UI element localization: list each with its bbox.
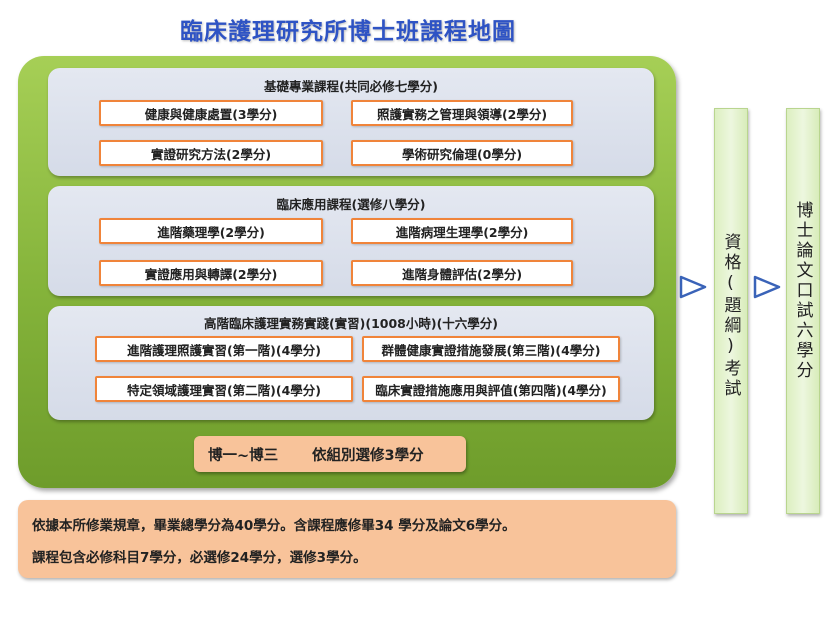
course-box: 臨床實證措施應用與評值(第四階)(4學分) [362,376,620,402]
elective-text: 依組別選修3學分 [312,447,424,464]
dissertation-bar: 博士論文口試六學分 [786,108,820,514]
section-foundation: 基礎專業課程(共同必修七學分) 健康與健康處置(3學分) 照護實務之管理與領導(… [48,68,654,176]
section-practicum: 高階臨床護理實務實踐(實習)(1008小時)(十六學分) 進階護理照護實習(第一… [48,306,654,420]
course-box: 進階護理照護實習(第一階)(4學分) [95,336,353,362]
page-title: 臨床護理研究所博士班課程地圖 [180,19,516,45]
arrow-right-icon [679,275,707,299]
course-box: 實證研究方法(2學分) [99,140,323,166]
note-line: 課程包含必修科目7學分，必選修24學分，選修3學分。 [32,550,367,566]
arrow-right-icon [753,275,781,299]
section-title: 高階臨床護理實務實踐(實習)(1008小時)(十六學分) [203,316,499,331]
course-box: 照護實務之管理與領導(2學分) [351,100,573,126]
course-box: 健康與健康處置(3學分) [99,100,323,126]
course-box: 進階身體評估(2學分) [351,260,573,286]
qualifying-exam-label: 資格(題綱)考試 [720,233,741,399]
note-line: 依據本所修業規章，畢業總學分為40學分。含課程應修畢34 學分及論文6學分。 [32,518,516,534]
course-box: 學術研究倫理(0學分) [351,140,573,166]
course-box: 進階病理生理學(2學分) [351,218,573,244]
section-title: 臨床應用課程(選修八學分) [276,197,426,212]
course-box: 實證應用與轉譯(2學分) [99,260,323,286]
graduation-notes: 依據本所修業規章，畢業總學分為40學分。含課程應修畢34 學分及論文6學分。 課… [18,500,676,578]
qualifying-exam-bar: 資格(題綱)考試 [714,108,748,514]
course-box: 群體健康實證措施發展(第三階)(4學分) [362,336,620,362]
section-clinical: 臨床應用課程(選修八學分) 進階藥理學(2學分) 進階病理生理學(2學分) 實證… [48,186,654,296]
course-box: 進階藥理學(2學分) [99,218,323,244]
course-box: 特定領域護理實習(第二階)(4學分) [95,376,353,402]
elective-years: 博一~博三 [208,447,279,464]
dissertation-label: 博士論文口試六學分 [792,201,813,381]
elective-box: 博一~博三 依組別選修3學分 [194,436,466,472]
section-title: 基礎專業課程(共同必修七學分) [264,79,438,94]
